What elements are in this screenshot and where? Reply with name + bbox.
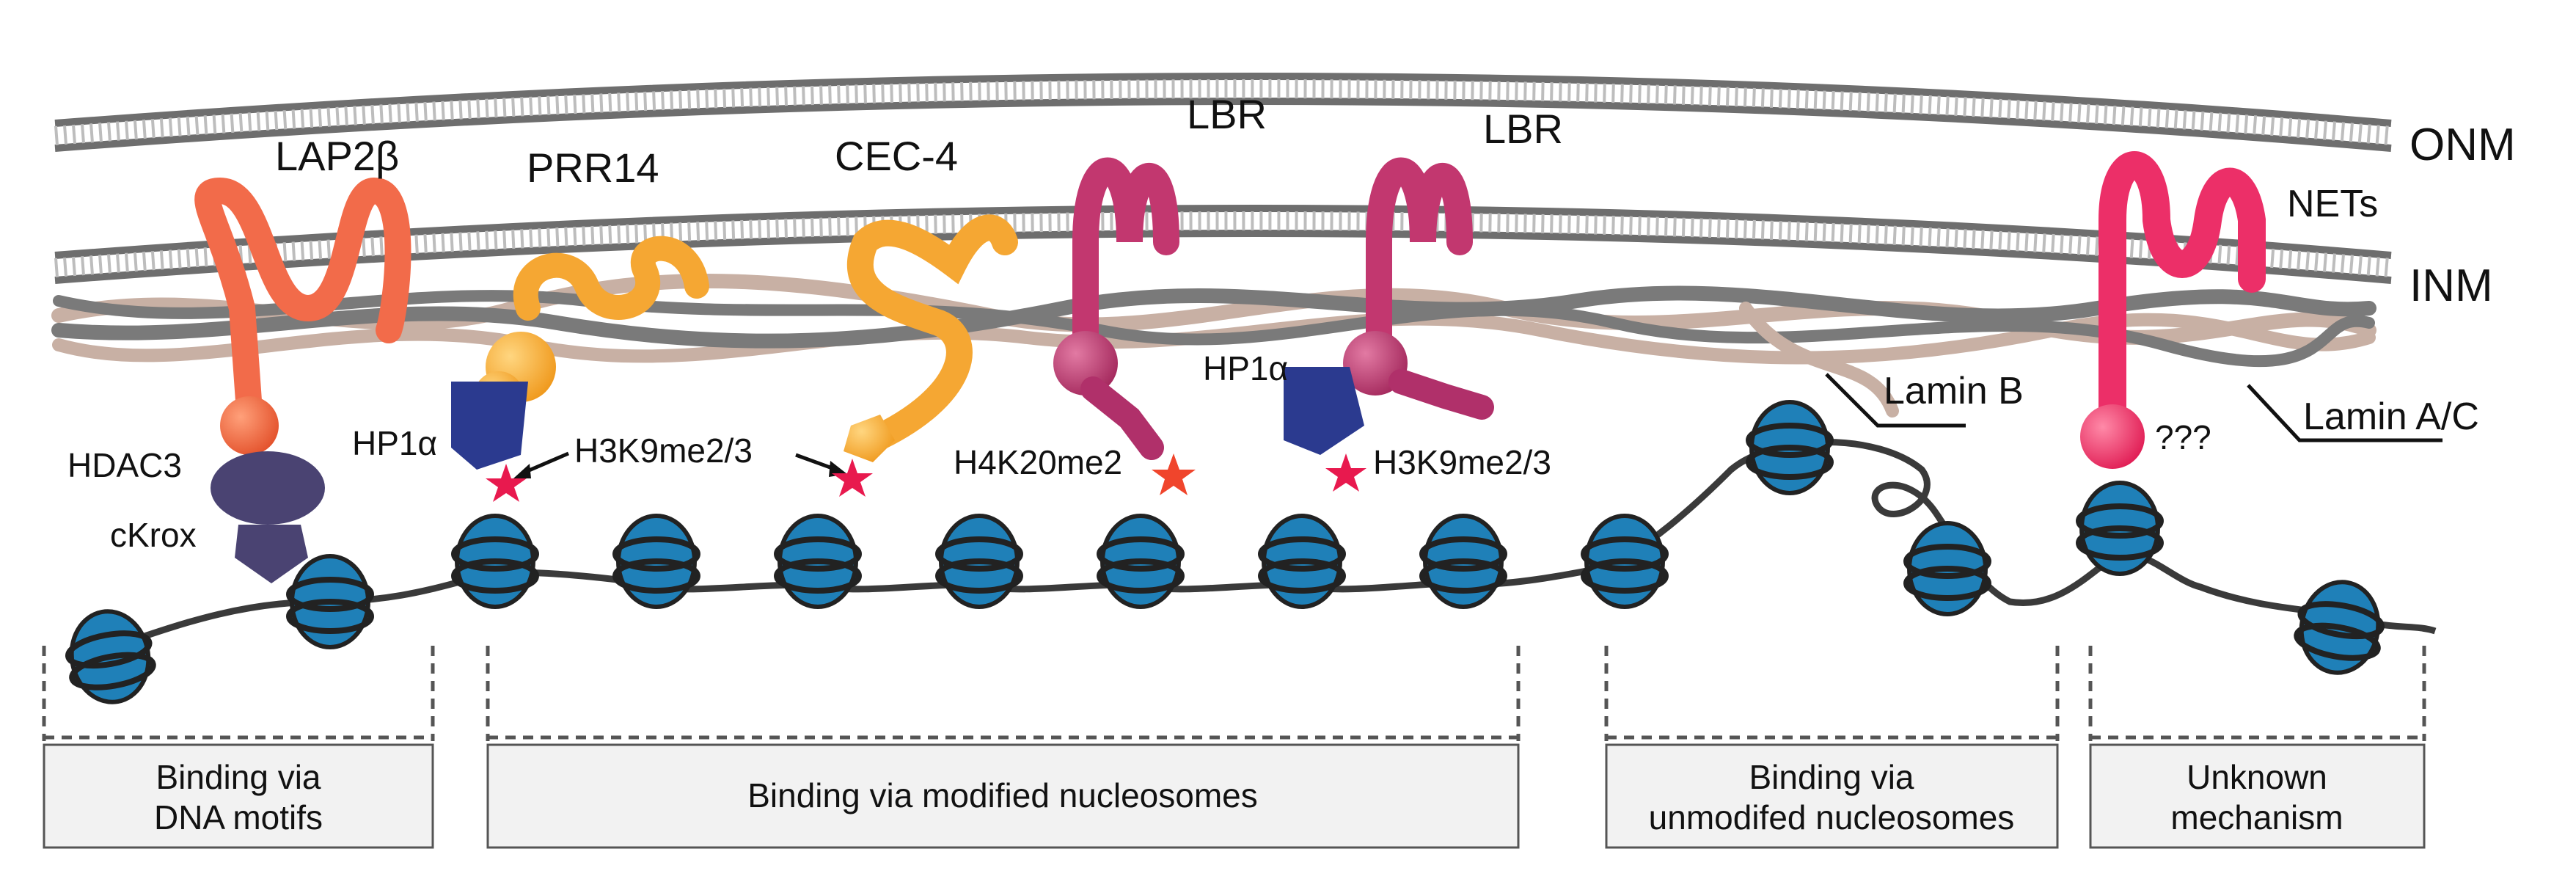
hp1a-shape-1 (451, 382, 528, 470)
nucleosomes (65, 400, 2385, 704)
lbr-label-1: LBR (1187, 91, 1267, 137)
nucleosome (451, 514, 539, 609)
box-dna-motifs-line2: DNA motifs (154, 798, 323, 836)
inm-label: INM (2409, 260, 2493, 311)
nucleosome (935, 514, 1023, 609)
box-unmodified-nucleosomes: Binding via unmodifed nucleosomes (1605, 743, 2059, 849)
group-dividers (42, 646, 2426, 741)
box-unmodified-line2: unmodifed nucleosomes (1649, 798, 2015, 836)
ckrox-label: cKrox (110, 516, 197, 554)
nucleosome (1258, 514, 1346, 609)
h3k9-arrows (513, 451, 847, 478)
star-h3k9-3 (1325, 453, 1366, 492)
nucleosome (1581, 514, 1669, 609)
cec4-protein (844, 214, 1018, 462)
ckrox-shape (235, 525, 308, 583)
h3k9-label-2: H3K9me2/3 (1373, 443, 1551, 481)
box-unknown-mechanism: Unknown mechanism (2089, 743, 2426, 849)
lap2b-protein (194, 177, 411, 455)
star-h4k20 (1152, 453, 1196, 495)
box-modified-nucleosomes: Binding via modified nucleosomes (486, 743, 1520, 849)
box-dna-motifs: Binding via DNA motifs (43, 743, 434, 849)
lamin-b-label: Lamin B (1884, 370, 2024, 412)
inner-nuclear-membrane (54, 205, 2393, 284)
star-h3k9-1 (486, 464, 527, 502)
modification-stars (486, 453, 1366, 502)
star-h3k9-2 (832, 459, 873, 497)
onm-label: ONM (2409, 120, 2516, 170)
hp1a-shape-2 (1284, 367, 1364, 455)
hdac3-label: HDAC3 (67, 446, 182, 484)
lamin-ac-pointer (2247, 384, 2443, 442)
unknown-label: ??? (2155, 418, 2211, 456)
nucleosome (1419, 514, 1507, 609)
lamin-ac-label: Lamin A/C (2303, 396, 2479, 438)
box-modified-line1: Binding via modified nucleosomes (747, 776, 1258, 814)
h3k9-label-1: H3K9me2/3 (574, 431, 753, 470)
nucleosome (1097, 514, 1185, 609)
box-unknown-line2: mechanism (2170, 798, 2343, 836)
outer-nuclear-membrane (54, 73, 2393, 152)
lbr-protein-1 (1053, 158, 1179, 460)
nucleosome (1746, 400, 1834, 495)
box-unmodified-line1: Binding via (1749, 758, 1914, 796)
lbr-label-2: LBR (1483, 106, 1563, 152)
box-dna-motifs-line1: Binding via (155, 758, 321, 796)
hdac3-shape (211, 451, 325, 583)
nucleosome (774, 514, 862, 609)
h4k20-label: H4K20me2 (954, 443, 1122, 481)
chromatin-fiber (68, 439, 2437, 664)
cec4-label: CEC-4 (835, 133, 958, 179)
lap2b-label: LAP2β (275, 133, 399, 179)
lbr-protein-2 (1343, 158, 1494, 420)
box-unknown-line1: Unknown (2187, 758, 2327, 796)
lamin-b-pointer (1825, 373, 1966, 428)
lamina-network (51, 274, 2376, 418)
nucleosome (2076, 481, 2164, 576)
nucleosome (286, 554, 374, 649)
hp1a-label-2: HP1α (1203, 349, 1288, 387)
nets-protein (2080, 151, 2266, 469)
nucleosome (612, 514, 700, 609)
nucleosome (1903, 521, 1991, 616)
hp1a-label-1: HP1α (352, 424, 437, 462)
nets-label: NETs (2287, 183, 2378, 225)
prr14-label: PRR14 (527, 145, 659, 191)
nucleosome (65, 609, 156, 704)
nucleosome (2294, 580, 2385, 675)
